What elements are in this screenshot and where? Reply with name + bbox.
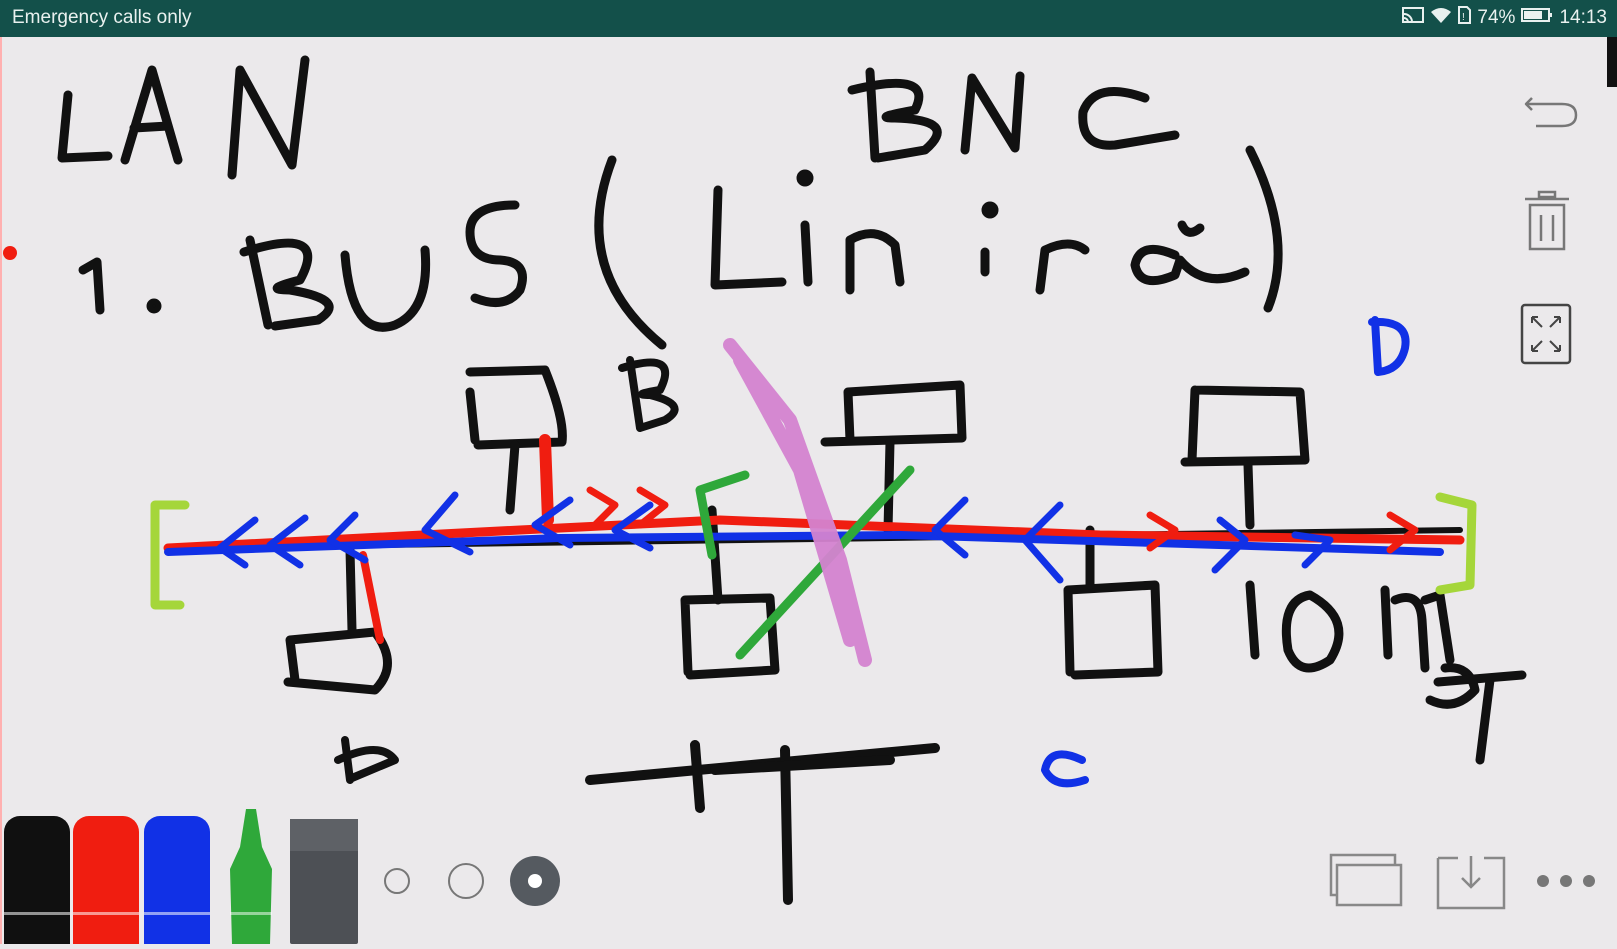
download-icon (1436, 856, 1506, 910)
undo-icon (1524, 97, 1578, 128)
bnc-connector-drawing (585, 740, 940, 905)
label-lan (57, 55, 310, 180)
stroke-size-small[interactable] (384, 868, 410, 894)
pen-red[interactable] (73, 816, 139, 944)
undo-button[interactable] (1518, 80, 1582, 136)
stroke-size-large-selected[interactable] (510, 856, 560, 906)
wifi-icon (1430, 6, 1452, 30)
pages-icon (1329, 853, 1403, 907)
marker-icon (230, 809, 272, 944)
eraser-tool[interactable] (290, 819, 358, 944)
pages-button[interactable] (1327, 850, 1407, 910)
battery-percent: 74% (1477, 7, 1516, 28)
carrier-text: Emergency calls only (12, 7, 192, 28)
label-bus-title (78, 145, 1283, 350)
marker-green[interactable] (216, 809, 286, 944)
cast-icon (1402, 6, 1425, 30)
delete-button[interactable] (1517, 188, 1577, 254)
pen-black[interactable] (4, 816, 70, 944)
download-button[interactable] (1435, 853, 1507, 911)
pen-tray (0, 809, 360, 944)
red-dot (3, 246, 17, 260)
scroll-indicator[interactable] (1607, 37, 1617, 87)
pen-blue[interactable] (144, 816, 210, 944)
status-icons: ! 74% 14:13 (1402, 6, 1607, 30)
status-bar: Emergency calls only ! 74% 14:13 (0, 0, 1617, 37)
signal-arrows (216, 486, 1419, 584)
svg-text:!: ! (1462, 12, 1465, 23)
node-letters (334, 316, 1410, 788)
label-10b5t (1245, 580, 1527, 765)
fullscreen-button[interactable] (1517, 302, 1575, 366)
trash-icon (1525, 190, 1569, 251)
whiteboard-canvas[interactable] (0, 37, 1617, 944)
battery-icon (1521, 7, 1553, 29)
canvas-edge (0, 37, 2, 944)
more-button[interactable] (1535, 866, 1597, 896)
fullscreen-icon (1520, 303, 1572, 365)
sim-icon: ! (1458, 6, 1472, 30)
clock: 14:13 (1559, 7, 1607, 28)
crossing-marks (695, 338, 915, 667)
stroke-size-medium[interactable] (448, 863, 484, 899)
more-icon (1537, 875, 1595, 887)
label-bnc (847, 67, 1180, 163)
selected-indicator (528, 874, 542, 888)
